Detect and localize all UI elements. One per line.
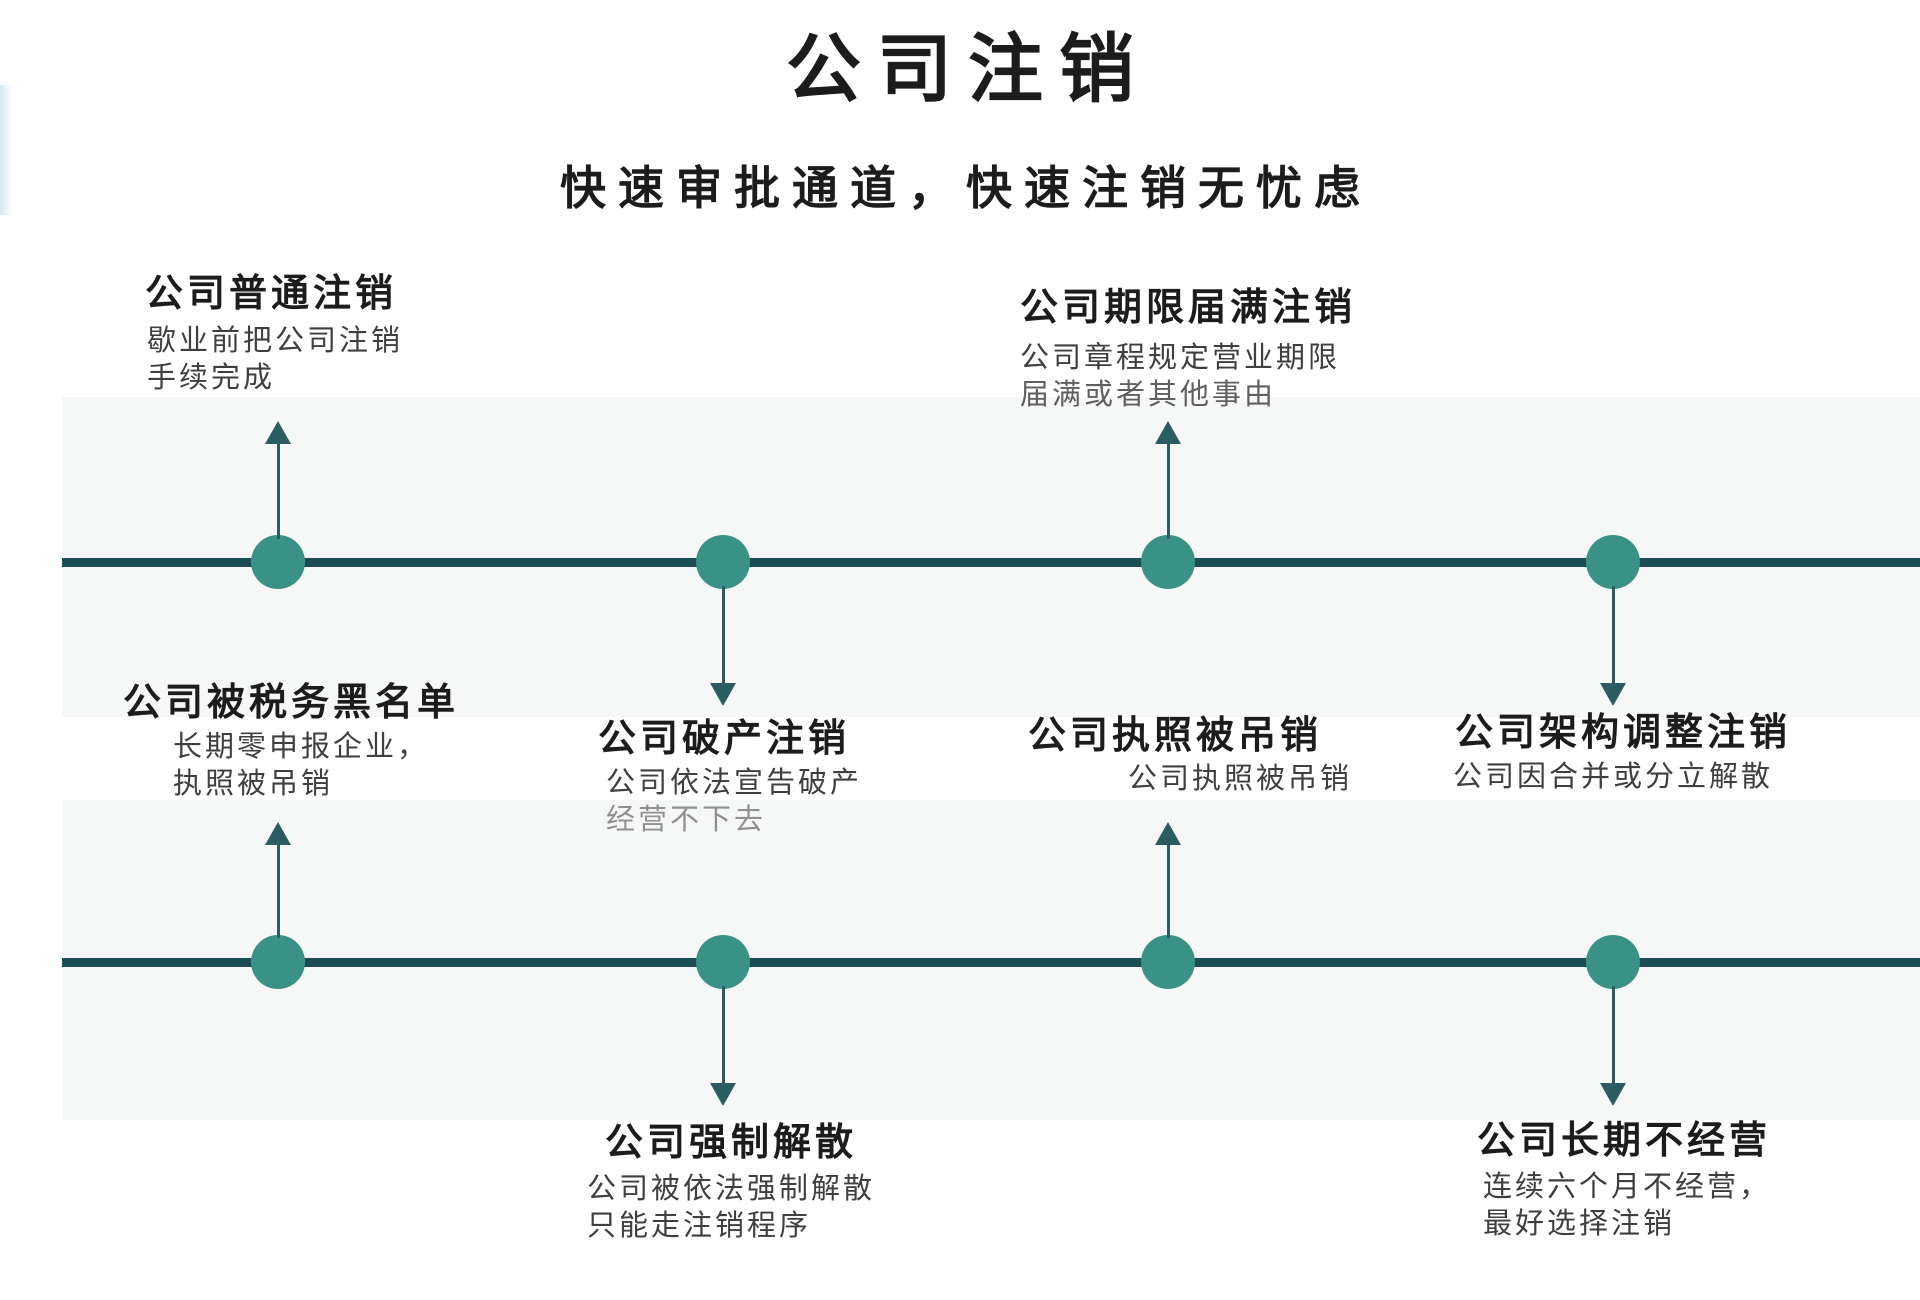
arrow-stem: [722, 986, 725, 1083]
item-title-normal-deregistration: 公司普通注销: [145, 273, 398, 315]
timeline-bottom: [62, 958, 1920, 967]
item-title-forced-dissolution: 公司强制解散: [605, 1122, 858, 1164]
item-desc-line: 公司因合并或分立解散: [1453, 761, 1774, 793]
left-edge-gradient: [0, 85, 13, 215]
arrow-up-icon: [265, 421, 291, 444]
timeline-dot: [696, 935, 750, 989]
timeline-dot: [1586, 535, 1640, 589]
item-title-long-term-inactive: 公司长期不经营: [1477, 1120, 1772, 1162]
arrow-up-icon: [1155, 822, 1181, 845]
item-desc-line: 手续完成: [147, 362, 276, 394]
arrow-stem: [1167, 444, 1170, 539]
item-desc-line: 公司依法宣告破产: [606, 767, 863, 799]
timeline-dot: [1141, 535, 1195, 589]
arrow-down-icon: [1600, 683, 1626, 706]
page-title: 公司注销: [785, 27, 1150, 111]
item-desc-line: 歇业前把公司注销: [147, 325, 404, 357]
arrow-stem: [277, 845, 280, 938]
timeline-dot: [251, 935, 305, 989]
arrow-stem: [1612, 586, 1615, 683]
arrow-stem: [722, 586, 725, 683]
timeline-top: [62, 558, 1920, 567]
item-desc-line: 执照被吊销: [173, 768, 334, 800]
item-title-tax-blacklist: 公司被税务黑名单: [123, 682, 460, 724]
timeline-dot: [696, 535, 750, 589]
item-desc-line: 只能走注销程序: [587, 1210, 812, 1242]
item-desc-line: 连续六个月不经营，: [1483, 1171, 1772, 1203]
arrow-stem: [277, 444, 280, 539]
item-desc-line: 经营不下去: [606, 804, 767, 836]
item-desc-line: 届满或者其他事由: [1020, 379, 1277, 411]
arrow-down-icon: [1600, 1083, 1626, 1106]
arrow-stem: [1612, 986, 1615, 1083]
timeline-dot: [251, 535, 305, 589]
item-desc-line: 公司被依法强制解散: [587, 1173, 876, 1205]
item-title-restructuring-deregistration: 公司架构调整注销: [1455, 712, 1792, 754]
item-title-bankruptcy-deregistration: 公司破产注销: [598, 718, 851, 760]
page-subtitle: 快速审批通道，快速注销无忧虑: [560, 162, 1372, 214]
item-desc-line: 公司执照被吊销: [1128, 763, 1353, 795]
arrow-up-icon: [1155, 421, 1181, 444]
arrow-stem: [1167, 845, 1170, 938]
item-desc-line: 长期零申报企业，: [173, 731, 430, 763]
background-band-top: [62, 397, 1920, 717]
timeline-dot: [1586, 935, 1640, 989]
item-title-license-revoked: 公司执照被吊销: [1028, 715, 1323, 757]
item-desc-line: 公司章程规定营业期限: [1020, 342, 1341, 374]
arrow-down-icon: [710, 1083, 736, 1106]
timeline-dot: [1141, 935, 1195, 989]
item-desc-line: 最好选择注销: [1483, 1208, 1676, 1240]
arrow-down-icon: [710, 683, 736, 706]
arrow-up-icon: [265, 822, 291, 845]
item-title-term-expiry-deregistration: 公司期限届满注销: [1020, 287, 1357, 329]
